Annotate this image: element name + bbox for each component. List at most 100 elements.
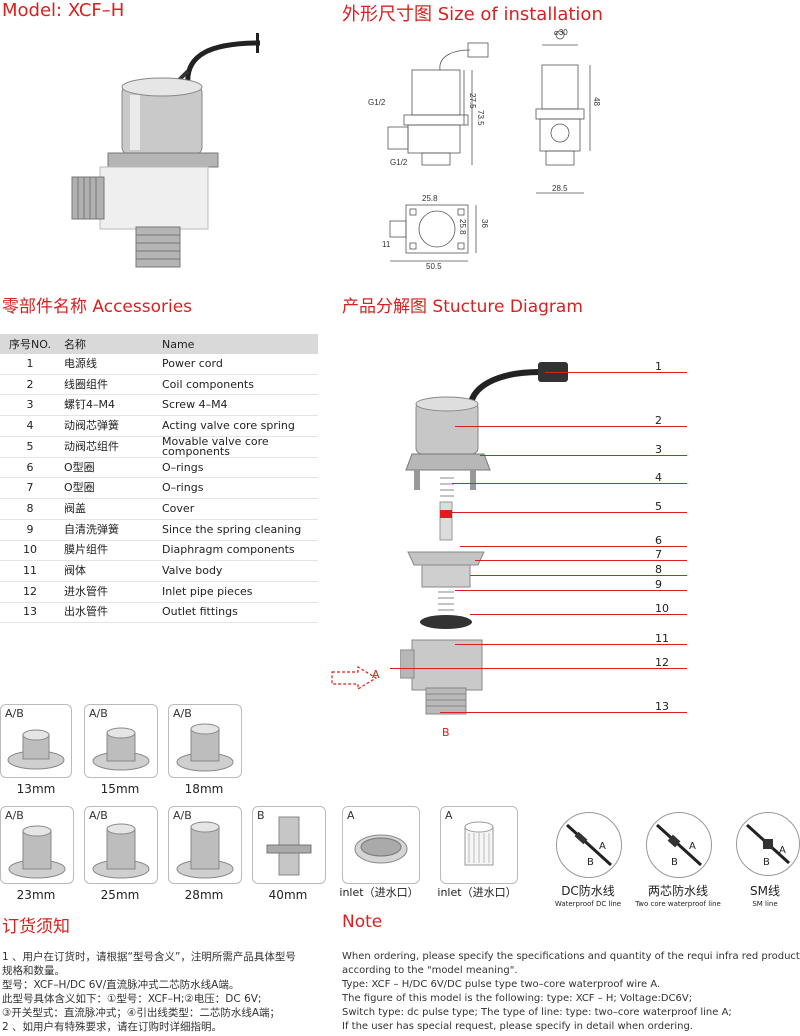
leader-line-12: [390, 668, 687, 669]
dim-28-5: 28.5: [552, 184, 568, 193]
cell-cn: 自清洗弹簧: [60, 519, 158, 541]
fitting-caption: 13mm: [16, 782, 56, 796]
order-line-3: 型号：XCF–H/DC 6V/直流脉冲式二芯防水线A端。: [2, 979, 240, 991]
col-header-en: Name: [158, 334, 318, 354]
cell-cn: 出水管件: [60, 602, 158, 624]
part-number-3: 3: [655, 443, 662, 456]
leader-line-4: [452, 483, 687, 484]
cell-cn: 动阀芯组件: [60, 436, 158, 458]
fitting-tag: A/B: [5, 707, 24, 720]
cell-en: Diaphragm components: [158, 540, 318, 562]
col-header-cn: 名称: [60, 334, 158, 354]
cell-en: Valve body: [158, 560, 318, 582]
mesh-filter-icon: [354, 834, 408, 864]
sm-line-icon: [745, 823, 791, 865]
dim-36: 36: [480, 219, 489, 228]
note-line-3: Type: XCF – H/DC 6V/DC pulse type two–co…: [342, 979, 661, 990]
dim-25-8-v: 25.8: [458, 219, 467, 235]
cell-no: 11: [0, 560, 60, 582]
sm-line-a: A: [779, 845, 786, 856]
dim-11: 11: [382, 240, 391, 249]
sm-line-circle: A B: [736, 812, 800, 876]
order-line-1: 1 、用户在订货时，请根据“型号含义”，注明所需产品具体型号: [2, 951, 296, 963]
fitting-caption: 25mm: [100, 888, 140, 902]
fitting-tag: A/B: [89, 707, 108, 720]
fitting-icon: [92, 823, 150, 879]
leader-line-3: [480, 455, 687, 456]
cell-no: 8: [0, 498, 60, 520]
fitting-caption: 15mm: [100, 782, 140, 796]
cell-en: Acting valve core spring: [158, 415, 318, 437]
fitting-tag: A/B: [173, 809, 192, 822]
cell-cn: 阀盖: [60, 498, 158, 520]
cell-no: 10: [0, 540, 60, 562]
col-header-no: 序号NO.: [0, 334, 60, 354]
leader-line-13: [440, 712, 687, 713]
cell-no: 5: [0, 436, 60, 458]
cell-no: 9: [0, 519, 60, 541]
cell-cn: O型圈: [60, 457, 158, 479]
part-number-8: 8: [655, 563, 662, 576]
fitting-caption: inlet（进水口）: [339, 886, 419, 899]
leader-line-9: [455, 590, 687, 591]
dc-line-circle: A B: [556, 812, 622, 878]
fitting-tag: A: [347, 809, 355, 822]
cell-cn: 电源线: [60, 354, 158, 375]
part-number-10: 10: [655, 602, 669, 615]
cell-cn: 阀体: [60, 560, 158, 582]
cell-cn: 线圈组件: [60, 374, 158, 396]
part-number-13: 13: [655, 700, 669, 713]
inlet-filter-mesh: A: [342, 806, 420, 884]
cell-cn: 动阀芯弹簧: [60, 415, 158, 437]
fitting-icon: [8, 825, 66, 879]
fitting-25mm: A/B: [84, 806, 158, 884]
fitting-tag: A/B: [173, 707, 192, 720]
fitting-40mm: B: [252, 806, 326, 884]
cell-no: 12: [0, 581, 60, 603]
structure-title: 产品分解图 Stucture Diagram: [342, 297, 583, 317]
cell-no: 1: [0, 354, 60, 375]
model-title: Model: XCF–H: [2, 0, 125, 21]
install-title: 外形尺寸图 Size of installation: [342, 4, 603, 25]
leader-line-6: [460, 546, 687, 547]
fitting-icon: [7, 729, 65, 770]
part-number-7: 7: [655, 548, 662, 561]
fitting-tag: A/B: [5, 809, 24, 822]
dim-25-8-h: 25.8: [422, 194, 438, 203]
part-number-5: 5: [655, 500, 662, 513]
flow-label-b: B: [442, 726, 450, 739]
note-line-2: according to the "model meaning".: [342, 965, 518, 976]
fitting-13mm: A/B: [0, 704, 72, 778]
two-core-line-subtitle: Two core waterproof line: [635, 900, 721, 908]
leader-line-1: [545, 372, 687, 373]
two-core-line-circle: A B: [646, 812, 712, 878]
fitting-icon: [266, 816, 312, 876]
note-line-5: Switch type: dc pulse type; The type of …: [342, 1007, 732, 1018]
cell-no: 4: [0, 415, 60, 437]
valve-product-photo: [71, 33, 260, 268]
dc-line-a: A: [599, 841, 606, 852]
cell-en: Outlet fittings: [158, 602, 318, 624]
leader-line-8: [470, 575, 687, 576]
cell-no: 7: [0, 477, 60, 500]
part-number-9: 9: [655, 578, 662, 591]
cell-en: Since the spring cleaning: [158, 519, 318, 541]
part-number-6: 6: [655, 534, 662, 547]
cell-en: O–rings: [158, 457, 318, 479]
cell-en: Coil components: [158, 374, 318, 396]
cell-cn: O型圈: [60, 477, 158, 500]
sm-line-b: B: [763, 857, 770, 868]
fitting-caption: 40mm: [268, 888, 308, 902]
cell-en: Movable valve core components: [158, 436, 318, 458]
order-line-2: 规格和数量。: [2, 965, 65, 977]
two-core-line-title: 两芯防水线: [647, 884, 708, 898]
leader-line-7: [475, 560, 687, 561]
